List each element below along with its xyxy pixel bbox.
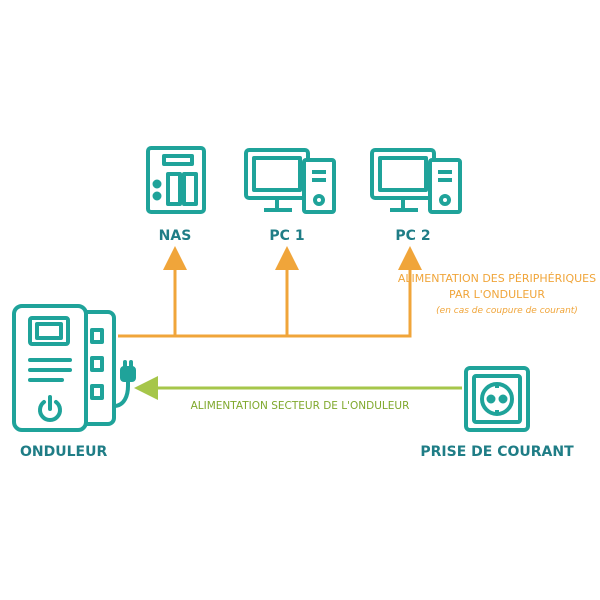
- pc1-label: PC 1: [269, 228, 304, 244]
- ups-icon: [12, 304, 136, 432]
- ups-label: ONDULEUR: [20, 444, 107, 460]
- pc1-icon: [244, 148, 336, 214]
- pc2-icon: [370, 148, 462, 214]
- peripheral-power-title-line1: ALIMENTATION DES PÉRIPHÉRIQUES: [398, 272, 596, 285]
- wall-outlet-icon: [464, 366, 530, 432]
- peripheral-power-title-line2: PAR L'ONDULEUR: [449, 288, 545, 301]
- nas-label: NAS: [159, 228, 192, 244]
- ups-output-bus: [118, 254, 412, 338]
- ups-output-lines: [118, 246, 422, 338]
- nas-icon: [146, 146, 206, 214]
- mains-power-label: ALIMENTATION SECTEUR DE L'ONDULEUR: [191, 400, 410, 412]
- pc2-label: PC 2: [395, 228, 430, 244]
- peripheral-power-note: (en cas de coupure de courant): [436, 306, 578, 316]
- outlet-label: PRISE DE COURANT: [420, 444, 574, 460]
